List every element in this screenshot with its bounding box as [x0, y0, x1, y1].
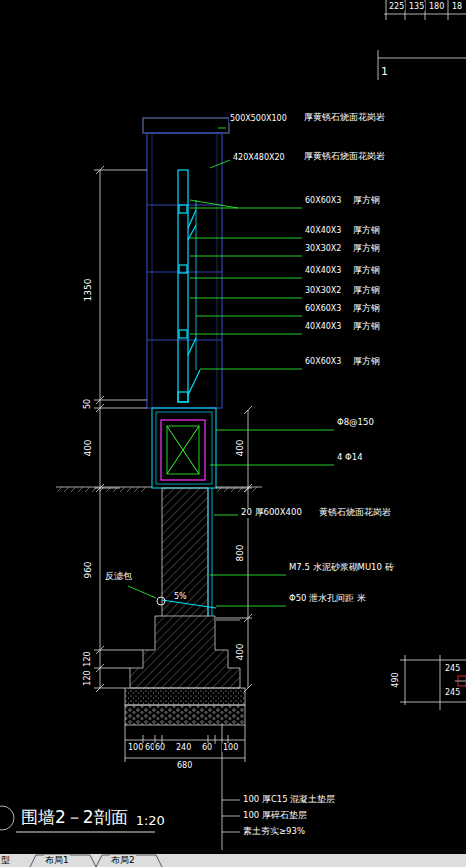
- annotation-label: 4 Φ14: [336, 453, 364, 463]
- dimension-number: 800: [235, 543, 245, 562]
- annotation-label: 厚方钢: [352, 266, 381, 276]
- layout-tab: 布局2: [110, 855, 136, 865]
- annotation-label: Φ50 泄水孔间距 米: [288, 594, 367, 604]
- dimension-number: 960: [83, 560, 93, 579]
- dimension-number: 60: [154, 743, 166, 752]
- annotation-label: M7.5 水泥砂浆砌MU10 砖: [288, 563, 395, 573]
- annotation-label: 30X30X2: [304, 244, 342, 253]
- drawing-title: 围墙2－2剖面: [20, 808, 129, 828]
- annotation-label: 厚方钢: [352, 244, 381, 254]
- dimension-number: 180: [428, 2, 445, 11]
- dimension-number: 225: [388, 2, 405, 11]
- dimension-number: 100: [127, 743, 144, 752]
- annotation-label: 40X40X3: [304, 322, 342, 331]
- dimension-number: 1: [380, 66, 389, 79]
- annotation-label: 厚方钢: [352, 322, 381, 332]
- dimension-number: 680: [176, 761, 193, 770]
- layout-tab: 型: [0, 855, 11, 865]
- annotation-label: 厚方钢: [352, 286, 381, 296]
- annotation-label: 100 厚碎石垫层: [242, 811, 308, 821]
- annotation-label: 60X60X3: [304, 304, 342, 313]
- dimension-number: 1350: [83, 278, 93, 303]
- dimension-number: 120: [83, 650, 92, 667]
- annotation-label: 60X60X3: [304, 196, 342, 205]
- annotation-label: 40X40X3: [304, 266, 342, 275]
- dimension-number: 240: [175, 743, 192, 752]
- dimension-number: 50: [83, 398, 92, 410]
- annotation-label: 40X40X3: [304, 226, 342, 235]
- annotation-label: 60X60X3: [304, 357, 342, 366]
- annotation-label: 20 厚600X400: [240, 508, 303, 518]
- annotation-label: 黄锈石烧面花岗岩: [318, 508, 392, 518]
- dimension-number: 100: [222, 743, 239, 752]
- annotation-label: 反滤包: [104, 571, 133, 581]
- annotation-label: 100 厚C15 混凝土垫层: [242, 795, 336, 805]
- dimension-number: 120: [83, 669, 92, 686]
- dimension-number: 18: [451, 2, 463, 11]
- dimension-number: 245: [444, 664, 461, 673]
- annotation-label: 1:20: [135, 814, 166, 829]
- annotation-label: 420X480X20: [232, 153, 286, 162]
- annotation-label: 5%: [173, 592, 188, 601]
- dimension-number: 245: [444, 688, 461, 697]
- annotation-label: 厚方钢: [352, 226, 381, 236]
- dimension-number: 400: [83, 438, 93, 457]
- dimension-number: 135: [408, 2, 425, 11]
- annotation-label: 500X500X100: [229, 114, 288, 123]
- annotation-label: Φ8@150: [336, 418, 375, 428]
- annotation-label: 厚黄锈石烧面花岗岩: [303, 152, 386, 162]
- dimension-number: 60: [201, 743, 213, 752]
- dimension-number: 400: [235, 642, 245, 661]
- layout-tab: 布局1: [44, 855, 70, 865]
- annotation-label: 厚方钢: [352, 357, 381, 367]
- annotation-label: 厚方钢: [352, 196, 381, 206]
- dimension-number: 490: [391, 671, 400, 688]
- annotation-label: 厚方钢: [352, 304, 381, 314]
- annotation-label: 厚黄锈石烧面花岗岩: [303, 113, 386, 123]
- annotation-label: 30X30X2: [304, 286, 342, 295]
- dimension-number: 400: [235, 438, 245, 457]
- annotation-label: 素土夯实≥93%: [242, 827, 306, 837]
